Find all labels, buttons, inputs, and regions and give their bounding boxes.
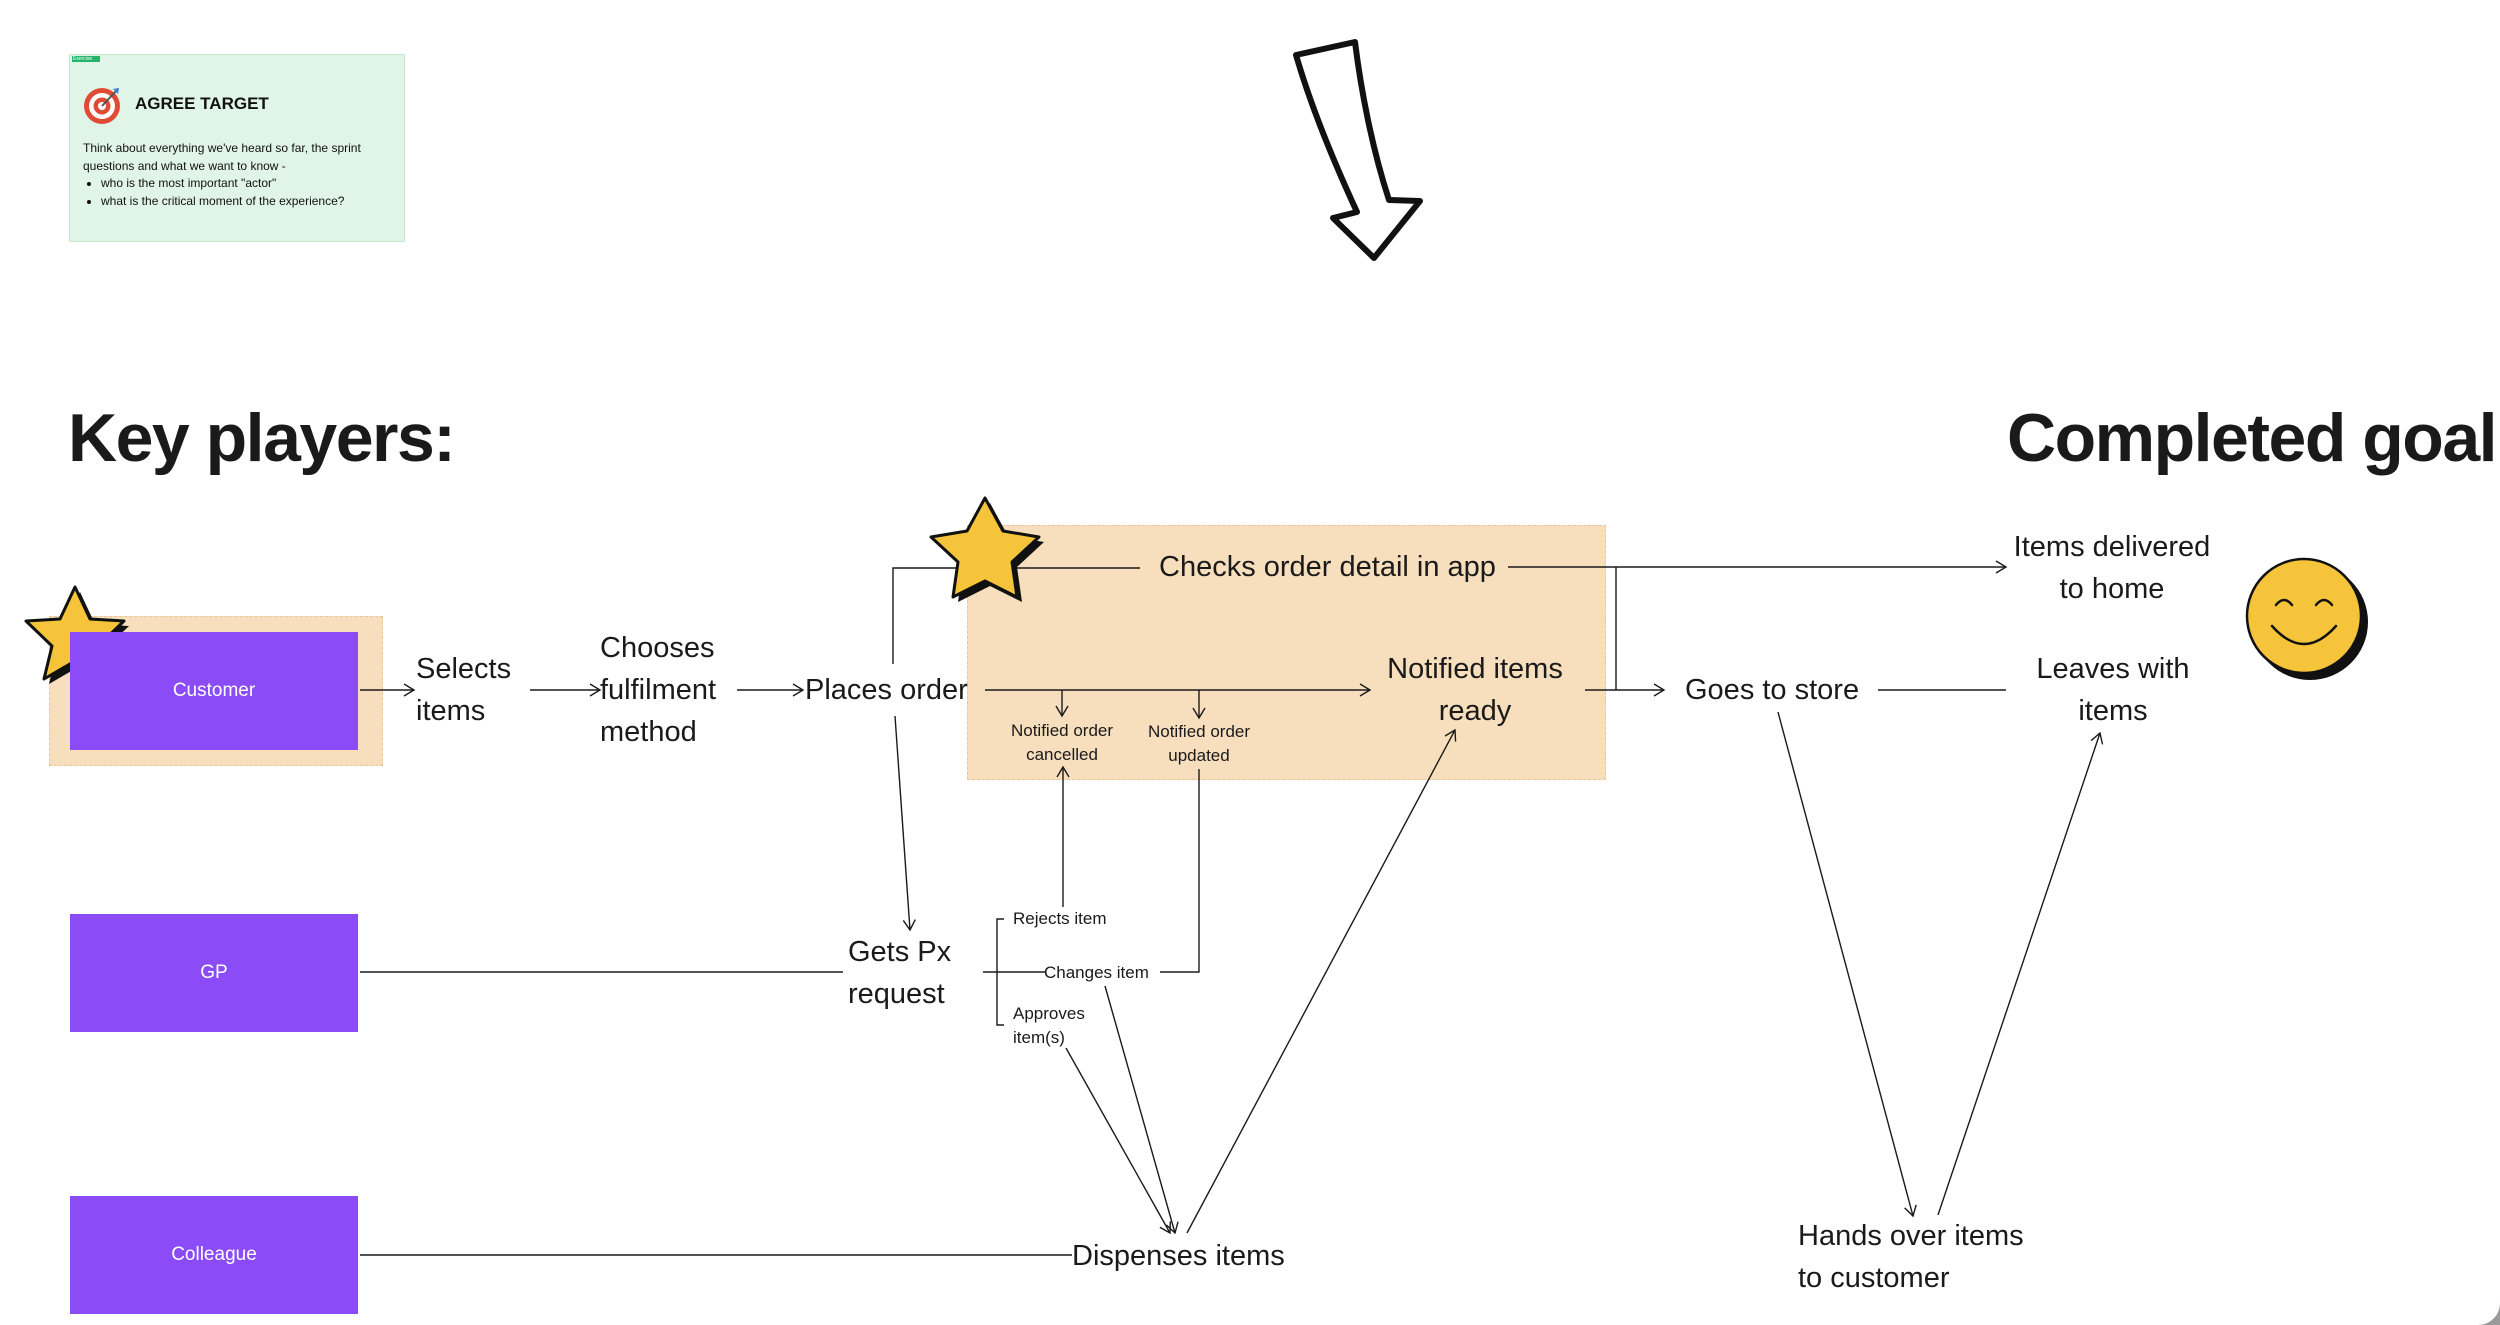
step-checks-order-detail[interactable]: Checks order detail in app (1159, 551, 1496, 583)
player-customer[interactable]: Customer (70, 632, 358, 750)
step-dispenses-items[interactable]: Dispenses items (1072, 1240, 1285, 1272)
connector-changes-updated (1160, 769, 1200, 973)
step-notified-items-ready[interactable]: Notified items ready (1387, 653, 1563, 727)
card-bullet: what is the critical moment of the exper… (101, 193, 393, 211)
step-chooses-fulfilment[interactable]: Chooses fulfilment method (600, 632, 717, 748)
option-changes-item[interactable]: Changes item (1044, 963, 1149, 982)
down-arrow-icon (1293, 39, 1423, 261)
card-intro: Think about everything we've heard so fa… (83, 141, 361, 173)
connector-places-gets-px (894, 715, 916, 932)
connector-approves-dispenses (1065, 1047, 1172, 1235)
player-colleague[interactable]: Colleague (70, 1196, 358, 1314)
target-icon (84, 88, 120, 124)
connector-options-bracket (996, 918, 1004, 1026)
agree-target-card[interactable]: Exercise AGREE TARGET Think about everyt… (69, 54, 405, 242)
connector-store-hands (1777, 711, 1917, 1218)
connector-changes-dispenses (1104, 985, 1179, 1235)
step-notified-order-cancelled[interactable]: Notified order cancelled (1010, 721, 1114, 764)
connector-places-checks (892, 567, 1140, 664)
card-tag: Exercise (72, 56, 100, 62)
card-bullets: who is the most important "actor" what i… (83, 175, 393, 210)
connector-checks-store (1615, 567, 1666, 697)
player-gp[interactable]: GP (70, 914, 358, 1032)
connector-dispenses-ready (1186, 728, 1457, 1234)
step-items-delivered[interactable]: Items delivered to home (2013, 531, 2211, 605)
step-places-order[interactable]: Places order (805, 674, 968, 706)
star-icon (929, 496, 1044, 602)
option-rejects-item[interactable]: Rejects item (1013, 909, 1107, 928)
card-bullet: who is the most important "actor" (101, 175, 393, 193)
step-selects-items[interactable]: Selects items (416, 653, 512, 727)
card-body: Think about everything we've heard so fa… (83, 140, 393, 210)
card-title: AGREE TARGET (135, 94, 269, 113)
completed-goal-heading: Completed goal (2007, 400, 2498, 476)
step-goes-to-store[interactable]: Goes to store (1685, 674, 1860, 706)
step-hands-over-items[interactable]: Hands over items to customer (1798, 1220, 2024, 1294)
smiley-icon (2245, 557, 2368, 680)
connector-hands-leaves (1937, 731, 2104, 1216)
step-notified-order-updated[interactable]: Notified order updated (1147, 722, 1251, 765)
step-gets-px-request[interactable]: Gets Px request (848, 936, 952, 1010)
option-approves-items[interactable]: Approves item(s) (1013, 1004, 1085, 1047)
key-players-heading: Key players: (68, 400, 456, 476)
step-leaves-with-items[interactable]: Leaves with items (2036, 653, 2190, 727)
